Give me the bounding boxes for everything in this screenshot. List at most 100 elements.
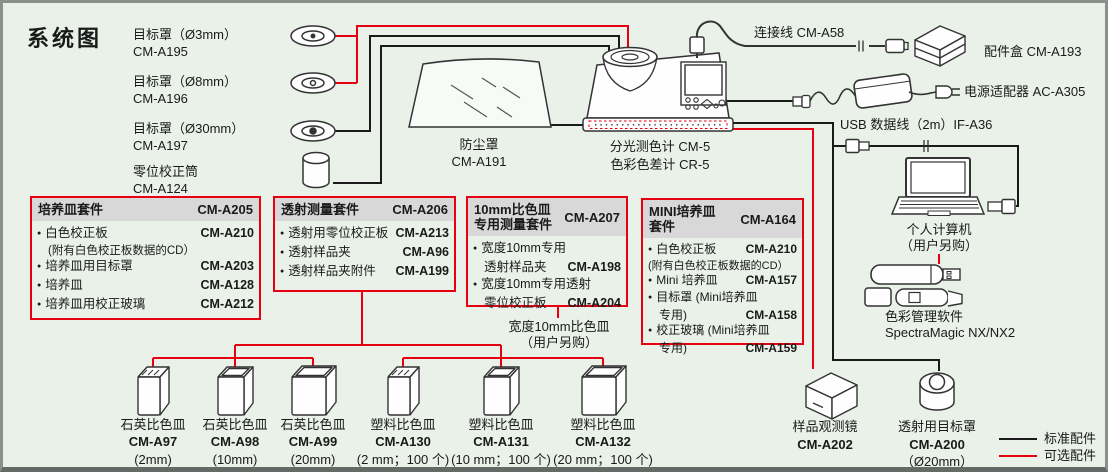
cuvette-2-code: CM-A98 — [210, 434, 260, 449]
kit-item: 培养皿用校正玻璃 — [45, 297, 146, 311]
connection-cable-label: 连接线 CM-A58 — [754, 25, 845, 40]
kit-item: 透射样品夹附件 — [288, 264, 376, 278]
cuvette-plastic-2mm-icon — [387, 366, 420, 416]
cuvette-quartz-10mm-icon — [217, 366, 254, 416]
mask-8mm-label: 目标罩（Ø8mm） — [133, 74, 238, 89]
software-label: 色彩管理软件 — [885, 309, 964, 324]
cuvette-6-label: 塑料比色皿 — [570, 417, 636, 432]
transmission-mask-icon — [919, 372, 955, 411]
mask-30mm-code: CM-A197 — [133, 138, 188, 153]
target-mask-30mm-icon — [290, 120, 336, 142]
cuvette-4-size: (2 mm；100 个) — [356, 452, 450, 467]
kit-item: 透射样品夹 — [288, 245, 351, 259]
kit-title: 透射测量套件 — [281, 202, 360, 217]
cuvette-2-size: (10mm) — [212, 452, 258, 467]
pc-note: （用户另购） — [899, 238, 979, 253]
mask-3mm-label: 目标罩（Ø3mm） — [133, 27, 238, 42]
cuvette-5-size: (10 mm；100 个) — [451, 452, 551, 467]
cuvette-3-code: CM-A99 — [288, 434, 338, 449]
cuvette-note-line1: 宽度10mm比色皿 — [508, 319, 610, 334]
kit-item: 专用) — [659, 307, 687, 322]
standard-connection-lines — [333, 35, 1019, 371]
cuvette-1-size: (2mm) — [134, 452, 172, 467]
zero-cylinder-code: CM-A124 — [133, 181, 188, 196]
transmission-mask-label: 透射用目标罩 — [897, 419, 977, 434]
kit-code: CM-A206 — [392, 202, 448, 217]
sample-viewer-code: CM-A202 — [797, 437, 853, 452]
kit-item: 透射用零位校正板 — [288, 226, 389, 240]
legend-standard-label: 标准配件 — [1044, 431, 1097, 446]
kit-item-note: (附有白色校正板数据的CD） — [48, 245, 195, 257]
connection-cable-icon — [689, 20, 909, 58]
cuvette-quartz-2mm-icon — [137, 366, 170, 416]
software-code: SpectraMagic NX/NX2 — [885, 325, 1016, 340]
kit-item: 目标罩 (Mini培养皿 — [656, 290, 758, 304]
pc-label: 个人计算机 — [906, 222, 972, 237]
zero-calibration-cylinder-icon — [302, 151, 330, 189]
kit-code: CM-A205 — [197, 202, 253, 217]
target-mask-8mm-icon — [290, 72, 336, 94]
kit-code: CM-A207 — [564, 209, 620, 225]
cuvette-3-label: 石英比色皿 — [280, 417, 346, 432]
usb-dongle-icon — [864, 264, 963, 307]
kit-title-line2: 专用测量套件 — [474, 217, 553, 232]
dust-cover-code: CM-A191 — [451, 154, 507, 169]
kit-item: 宽度10mm专用 — [481, 241, 566, 255]
page-title: 系统图 — [27, 26, 103, 51]
target-mask-3mm-icon — [290, 25, 336, 47]
spectrophotometer-icon — [582, 46, 734, 132]
mask-30mm-label: 目标罩（Ø30mm） — [133, 121, 245, 136]
usb-cable-label: USB 数据线（2m）IF-A36 — [840, 117, 993, 132]
transmission-mask-code: CM-A200 — [909, 437, 965, 452]
kit-item: 培养皿用目标罩 — [45, 259, 133, 273]
kit-item: Mini 培养皿 — [656, 272, 718, 287]
cuvette-1-label: 石英比色皿 — [120, 417, 186, 432]
kit-code: CM-A164 — [740, 211, 796, 227]
cuvette-2-label: 石英比色皿 — [202, 417, 268, 432]
sample-viewer-icon — [805, 372, 858, 420]
cuvette-4-label: 塑料比色皿 — [370, 417, 436, 432]
kit-item: 透射样品夹 — [484, 260, 547, 274]
kit-item: 校正玻璃 (Mini培养皿 — [656, 323, 770, 337]
cuvette-plastic-10mm-icon — [483, 366, 520, 416]
mask-3mm-code: CM-A195 — [133, 44, 188, 59]
kit-transmission-header: 透射测量套件 CM-A206 — [275, 198, 454, 221]
accessory-box-label: 配件盒 CM-A193 — [984, 44, 1082, 59]
kit-item: 零位校正板 — [484, 296, 547, 310]
transmission-mask-size: （Ø20mm） — [900, 454, 974, 469]
ac-adapter-icon — [792, 73, 960, 109]
optional-connection-lines — [152, 25, 940, 371]
legend-optional-label: 可选配件 — [1044, 448, 1097, 463]
cuvette-3-size: (20mm) — [290, 452, 336, 467]
zero-cylinder-label: 零位校正筒 — [133, 164, 199, 179]
kit-item: 白色校正板 — [656, 242, 717, 256]
accessory-box-icon — [914, 25, 966, 67]
kit-title-line2: 套件 — [649, 219, 676, 234]
kit-item-note: (附有白色校正板数据的CD） — [648, 259, 789, 272]
dust-cover-label: 防尘罩 — [459, 137, 499, 152]
cuvette-5-label: 塑料比色皿 — [468, 417, 534, 432]
kit-10mm-header: 10mm比色皿专用测量套件 CM-A207 — [468, 198, 626, 236]
kit-title-line1: 10mm比色皿 — [474, 202, 551, 217]
mask-8mm-code: CM-A196 — [133, 91, 188, 106]
ac-adapter-label: 电源适配器 AC-A305 — [964, 84, 1086, 99]
kit-mini-petri-header: MINI培养皿套件 CM-A164 — [643, 200, 802, 238]
cuvette-plastic-20mm-icon — [581, 365, 627, 416]
cuvette-5-code: CM-A131 — [473, 434, 529, 449]
cuvette-4-code: CM-A130 — [375, 434, 431, 449]
kit-item: 白色校正板 — [45, 226, 108, 240]
cuvette-note-line2: （用户另购） — [519, 335, 599, 350]
cuvette-quartz-20mm-icon — [291, 365, 337, 416]
cuvette-6-code: CM-A132 — [575, 434, 631, 449]
cuvette-1-code: CM-A97 — [128, 434, 178, 449]
kit-title-line1: MINI培养皿 — [649, 204, 716, 219]
instrument-label-line1: 分光测色计 CM-5 — [609, 139, 711, 154]
laptop-icon — [890, 157, 986, 216]
sample-viewer-label: 样品观测镜 — [792, 419, 858, 434]
usb-cable-icon — [845, 138, 1016, 215]
